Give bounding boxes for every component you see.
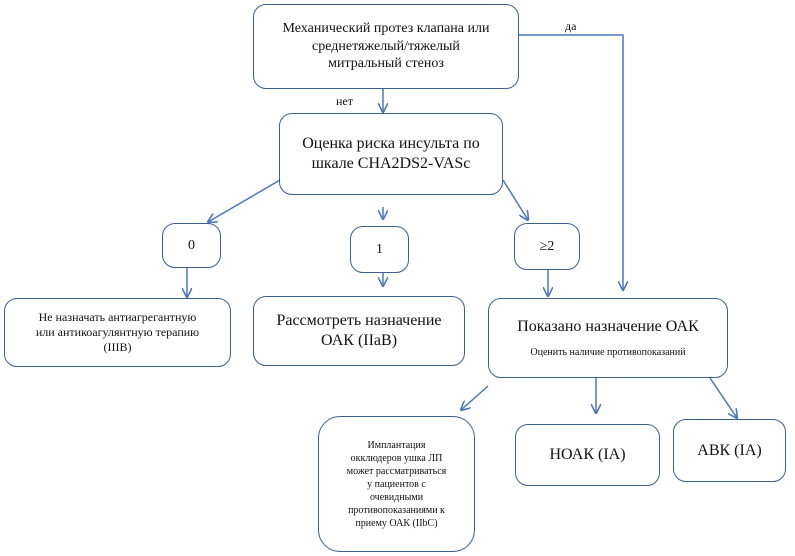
noak-box: НОАК (IA) [515,424,660,486]
edge-label-no: нет [336,94,353,108]
no-therapy-line-2: или антикоагулянтную терапию [35,325,200,339]
score-1-box: 1 [350,226,409,273]
mechanical-valve-line-3: митральный стеноз [328,56,444,72]
avk-box: АВК (IA) [673,419,786,482]
mechanical-valve-line-2: среднетяжелый/тяжелый [312,38,460,54]
mechanical-valve-box: Механический протез клапана или среднетя… [253,4,519,89]
arrow-oak-indicated-to-avk [709,377,737,418]
mechanical-valve-line-1: Механический протез клапана или [282,21,490,37]
occluder-line-5: очевидными [369,491,424,503]
score-0-text: 0 [188,237,195,253]
occluder-line-1: Имплантация [367,439,426,451]
occluder-line-2: окклюдеров ушка ЛП [350,452,443,464]
oak-indicated-subtitle: Оценить наличие противопоказаний [530,346,686,358]
occluder-line-7: приему ОАК (IIbC) [355,517,438,529]
arrow-stroke-risk-to-score-0 [208,179,281,222]
occluder-line-3: может рассматриваться [346,465,447,477]
score-2-text: ≥2 [539,238,555,254]
no-therapy-line-3: (IIIB) [103,340,132,354]
arrow-oak-indicated-to-occluder [461,385,489,410]
score-1-text: 1 [376,241,383,257]
arrow-yes-to-oak-indicated [519,34,623,290]
oak-indicated-title: Показано назначение ОАК [517,317,699,335]
stroke-risk-box: Оценка риска инсульта по шкале CHA2DS2-V… [279,113,503,195]
consider-oak-line-2: ОАК (IIaB) [320,332,398,349]
score-0-box: 0 [162,223,221,268]
consider-oak-box: Рассмотреть назначение ОАК (IIaB) [253,296,465,366]
occluder-line-6: противопоказаниями к [348,504,445,516]
oak-indicated-box: Показано назначение ОАК Оценить наличие … [488,298,728,378]
occluder-line-4: у пациентов с [367,478,426,490]
arrow-stroke-risk-to-score-2 [502,179,528,220]
consider-oak-line-1: Рассмотреть назначение [276,312,442,329]
avk-text: АВК (IA) [697,441,762,459]
occluder-box: Имплантация окклюдеров ушка ЛП может рас… [318,416,475,552]
score-2-box: ≥2 [514,223,580,270]
no-therapy-line-1: Не назначать антиагрегантную [38,310,197,324]
stroke-risk-line-2: шкале CHA2DS2-VASc [311,155,471,172]
stroke-risk-line-1: Оценка риска инсульта по [302,135,480,152]
edge-label-yes: да [565,19,577,33]
noak-text: НОАК (IA) [549,446,626,463]
no-therapy-box: Не назначать антиагрегантную или антикоа… [4,298,231,367]
